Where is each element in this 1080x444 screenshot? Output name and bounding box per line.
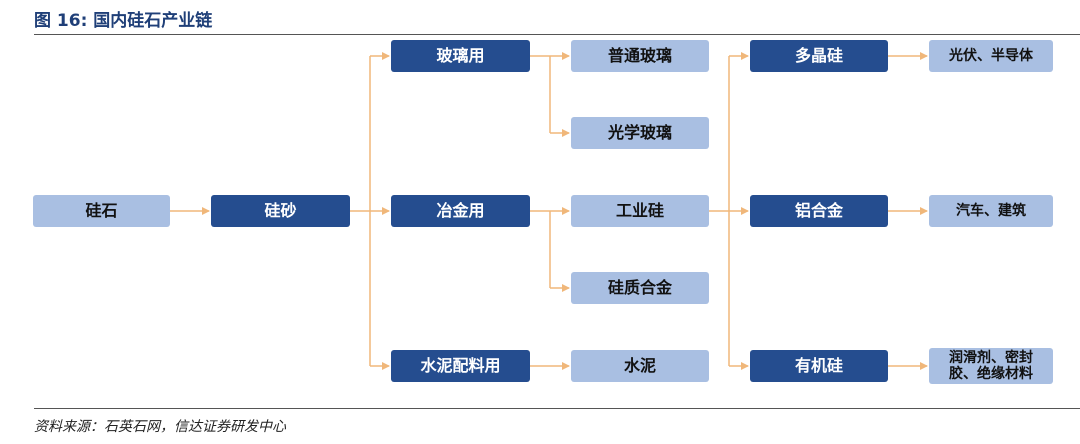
node-runhua-line1: 润滑剂、密封	[949, 350, 1033, 366]
node-duojinggui: 多晶硅	[750, 40, 888, 72]
top-divider	[34, 34, 1080, 35]
node-guangxueboli: 光学玻璃	[571, 117, 709, 149]
node-lvhejin: 铝合金	[750, 195, 888, 227]
node-guisha: 硅砂	[211, 195, 350, 227]
node-guizhihejin: 硅质合金	[571, 272, 709, 304]
node-putongboli: 普通玻璃	[571, 40, 709, 72]
bottom-divider	[34, 408, 1080, 409]
figure-title: 图 16: 国内硅石产业链	[34, 11, 213, 31]
node-gongyegui: 工业硅	[571, 195, 709, 227]
node-shuini: 水泥	[571, 350, 709, 382]
source-note: 资料来源：石英石网，信达证券研发中心	[34, 419, 286, 435]
node-youjigui: 有机硅	[750, 350, 888, 382]
node-runhua-line2: 胶、绝缘材料	[949, 366, 1033, 382]
node-guishi: 硅石	[33, 195, 170, 227]
node-yejinyong: 冶金用	[391, 195, 530, 227]
node-runhua: 润滑剂、密封 胶、绝缘材料	[929, 348, 1053, 384]
node-qiche: 汽车、建筑	[929, 195, 1053, 227]
node-shuinipeiliaoyong: 水泥配料用	[391, 350, 530, 382]
node-guangfu: 光伏、半导体	[929, 40, 1053, 72]
node-boliyong: 玻璃用	[391, 40, 530, 72]
